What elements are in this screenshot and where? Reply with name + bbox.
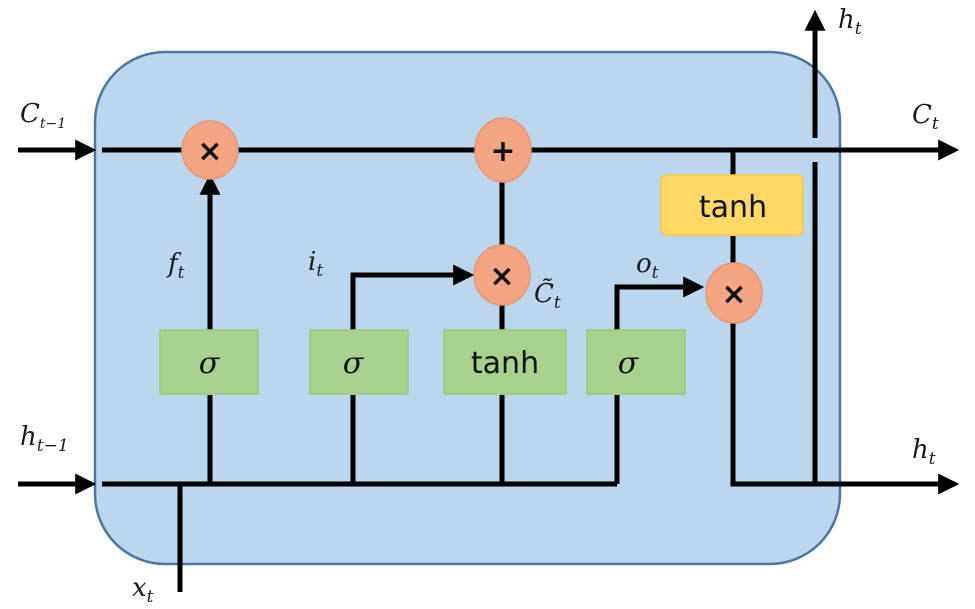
h-out-right-label: ht — [912, 435, 936, 469]
multiply-icon: × — [721, 277, 746, 312]
input-gate-label: it — [308, 247, 323, 281]
forget-sigma-label: σ — [199, 346, 221, 381]
output-gate-arrow — [614, 276, 705, 330]
input-sigma-label: σ — [343, 346, 365, 381]
input-sigma-gate: σ — [309, 329, 409, 395]
c-prev-label: Ct−1 — [20, 99, 66, 132]
forget-sigma-gate: σ — [159, 329, 259, 395]
candidate-label: C̃t — [534, 278, 561, 313]
output-sigma-gate: σ — [586, 329, 686, 395]
cell-add-op: + — [474, 117, 532, 183]
x-label: xt — [132, 573, 154, 607]
h-out-top-label: ht — [838, 5, 862, 39]
lstm-cell-body — [93, 50, 842, 566]
cell-tanh-box: tanh — [660, 174, 804, 236]
multiply-icon: × — [197, 134, 222, 169]
candidate-tanh-label: tanh — [471, 346, 539, 381]
input-gate-arrow — [350, 264, 475, 330]
output-multiply-op: × — [705, 262, 763, 324]
c-out-label: Ct — [912, 100, 939, 134]
multiply-icon: × — [489, 259, 514, 294]
plus-icon: + — [490, 134, 515, 169]
candidate-tanh-gate: tanh — [443, 329, 567, 395]
h-out-line — [730, 320, 960, 495]
cell-tanh-label: tanh — [699, 190, 767, 225]
input-multiply-op: × — [473, 244, 531, 306]
h-prev-label: ht−1 — [20, 422, 69, 456]
forget-multiply-op: × — [181, 120, 239, 180]
output-gate-label: ot — [636, 249, 659, 283]
output-sigma-label: σ — [618, 346, 640, 381]
